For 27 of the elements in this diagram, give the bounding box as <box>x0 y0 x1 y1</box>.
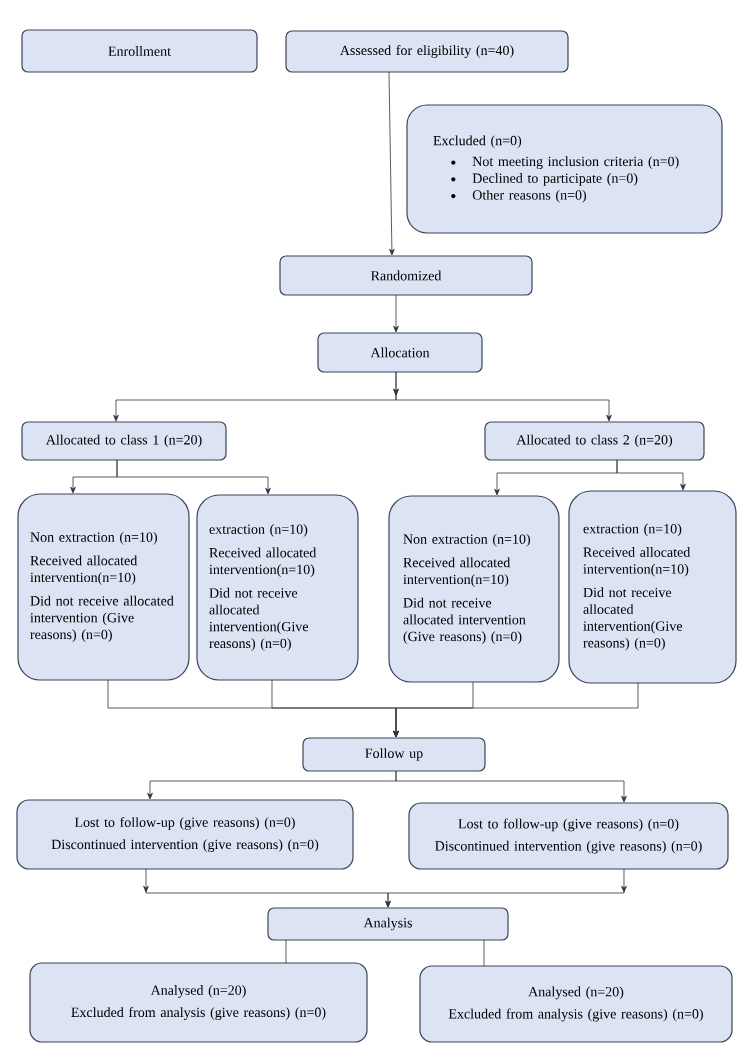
group-box: Non extraction (n=10) Received allocated intervention(n=10) Did not receive allocated intervention (Give reasons) (n=0) <box>388 495 560 683</box>
arrow <box>393 371 612 422</box>
stage-box: Analysis <box>267 907 509 941</box>
process-box: Allocated to class 2 (n=20) <box>484 421 705 461</box>
arrow <box>388 71 395 256</box>
arrow <box>116 459 271 495</box>
connector-line <box>483 939 485 967</box>
process-box: Lost to follow-up (give reasons) (n=0) Discontinued intervention (give reasons) (n=0) <box>408 802 729 870</box>
process-box: Lost to follow-up (give reasons) (n=0) Discontinued intervention (give reasons) (n=0) <box>16 799 354 870</box>
process-box: Assessed for eligibility (n=40) <box>285 30 569 73</box>
connector-line <box>285 939 287 964</box>
exclusion-box: Excluded (n=0) Not meeting inclusion criteria (n=0) Declined to participate (n=0) Other reasons (n=0) <box>406 104 723 234</box>
arrow <box>393 682 639 738</box>
process-box: Randomized <box>279 255 533 296</box>
stage-box: Enrollment <box>21 29 258 73</box>
group-box: extraction (n=10) Received allocated intervention(n=10) Did not receive allocated intervention(Give reasons) (n=0) <box>196 494 359 681</box>
process-box: Analysed (n=20) Excluded from analysis (give reasons) (n=0) <box>419 965 733 1043</box>
arrow <box>393 294 399 333</box>
arrow <box>385 868 627 908</box>
process-box: Allocated to class 1 (n=20) <box>21 421 227 461</box>
group-box: extraction (n=10) Received allocated intervention(n=10) Did not receive allocated intervention(Give reasons) (n=0) <box>568 490 737 684</box>
process-box: Analysed (n=20) Excluded from analysis (give reasons) (n=0) <box>29 962 368 1043</box>
group-box: Non extraction (n=10) Received allocated intervention(n=10) Did not receive allocated intervention (Give reasons) (n=0) <box>17 493 190 681</box>
arrow <box>395 770 627 803</box>
arrow <box>616 459 686 491</box>
stage-box: Allocation <box>317 332 483 373</box>
stage-box: Follow up <box>302 737 486 772</box>
